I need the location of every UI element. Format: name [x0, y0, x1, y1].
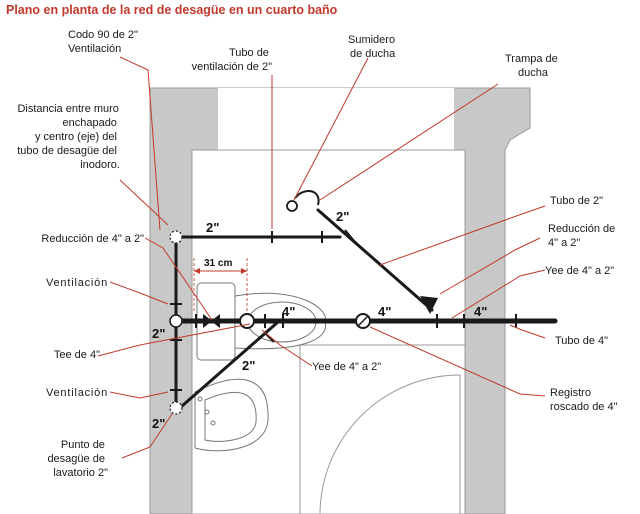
leader-trampa — [319, 83, 499, 201]
label-tubo-vent: Tubo de ventilación de 2" — [192, 47, 272, 73]
tee-4in-fitting — [169, 314, 183, 328]
door-swing-arc — [319, 374, 461, 514]
label-vent2: Ventilación — [46, 387, 108, 399]
label-red-right: Reducción de 4" a 2" — [548, 223, 618, 249]
leader-tubo2 — [379, 205, 546, 266]
leader-codo90 — [119, 56, 161, 231]
leader-punto — [121, 413, 173, 459]
leader-sumidero — [293, 57, 369, 201]
label-tubo2: Tubo de 2" — [550, 195, 603, 207]
leader-lines — [97, 56, 546, 459]
label-yee-center: Yee de 4" a 2" — [312, 361, 381, 373]
reduction-left-icon — [203, 314, 212, 328]
leader-tubo4 — [509, 324, 546, 339]
label-registro: Registro roscado de 4" — [550, 387, 618, 413]
label-vent1: Ventilación — [46, 277, 108, 289]
dimension-text: 31 cm — [204, 258, 232, 269]
toilet-drain-fitting — [239, 313, 255, 329]
size-diag-2: 2" — [242, 358, 255, 373]
reduction-right-icon — [420, 296, 438, 314]
leader-red-left — [144, 237, 213, 321]
size-center-4: 4" — [282, 304, 295, 319]
pipe-size-labels: 2" 2" 4" 4" 4" 2" 2" 2" — [152, 209, 487, 431]
leader-yee-right — [451, 269, 546, 319]
label-yee-right: Yee de 4" a 2" — [545, 265, 614, 277]
size-top-2: 2" — [206, 220, 219, 235]
sink-faucet-hole-3 — [210, 420, 216, 426]
sink — [194, 378, 269, 452]
reduction-left-icon-b — [211, 314, 220, 328]
label-codo90: Codo 90 de 2" Ventilación — [68, 29, 141, 55]
leader-vent2 — [109, 391, 169, 399]
size-mid-4: 4" — [378, 304, 391, 319]
dimension-31cm: 31 cm — [193, 258, 248, 312]
sink-faucet-hole-2 — [204, 409, 210, 415]
label-sumidero: Sumidero de ducha — [348, 34, 398, 60]
pipe-shower-diagonal — [316, 208, 434, 312]
threaded-cleanout-slash — [357, 315, 369, 327]
dim-arrow-left — [194, 268, 200, 274]
coupling-ticks — [170, 229, 517, 391]
label-tee4: Tee de 4" — [54, 349, 100, 361]
size-right-4: 4" — [474, 304, 487, 319]
label-red-left: Reducción de 4" a 2" — [41, 233, 144, 245]
tick — [344, 229, 356, 243]
dim-arrow-right — [241, 268, 247, 274]
shower-trap — [294, 189, 320, 206]
diagram-title: Plano en planta de la red de desagüe en … — [6, 3, 338, 17]
label-trampa: Trampa de ducha — [505, 53, 561, 79]
label-punto: Punto de desagüe de lavatorio 2" — [47, 439, 108, 479]
elbow-90-vent — [169, 230, 183, 244]
size-shower-2: 2" — [336, 209, 349, 224]
pipe-sink-diagonal — [180, 320, 280, 408]
leader-distancia — [119, 179, 169, 226]
label-distancia: Distancia entre muro enchapado y centro … — [17, 103, 122, 171]
leader-vent1 — [109, 281, 169, 305]
callouts: Codo 90 de 2" Ventilación Tubo de ventil… — [17, 29, 618, 479]
label-tubo4: Tubo de 4" — [555, 335, 608, 347]
leader-red-right — [439, 237, 541, 295]
sink-faucet-hole-1 — [197, 396, 203, 402]
sink-basin-inner — [204, 391, 257, 442]
leader-yee-center — [261, 329, 313, 367]
shower-drain — [286, 200, 298, 212]
fittings — [169, 189, 438, 415]
leader-tee4 — [97, 323, 251, 357]
size-bottom-2: 2" — [152, 416, 165, 431]
sink-drain-point — [169, 401, 183, 415]
leader-registro — [369, 326, 546, 397]
size-left-2: 2" — [152, 326, 165, 341]
